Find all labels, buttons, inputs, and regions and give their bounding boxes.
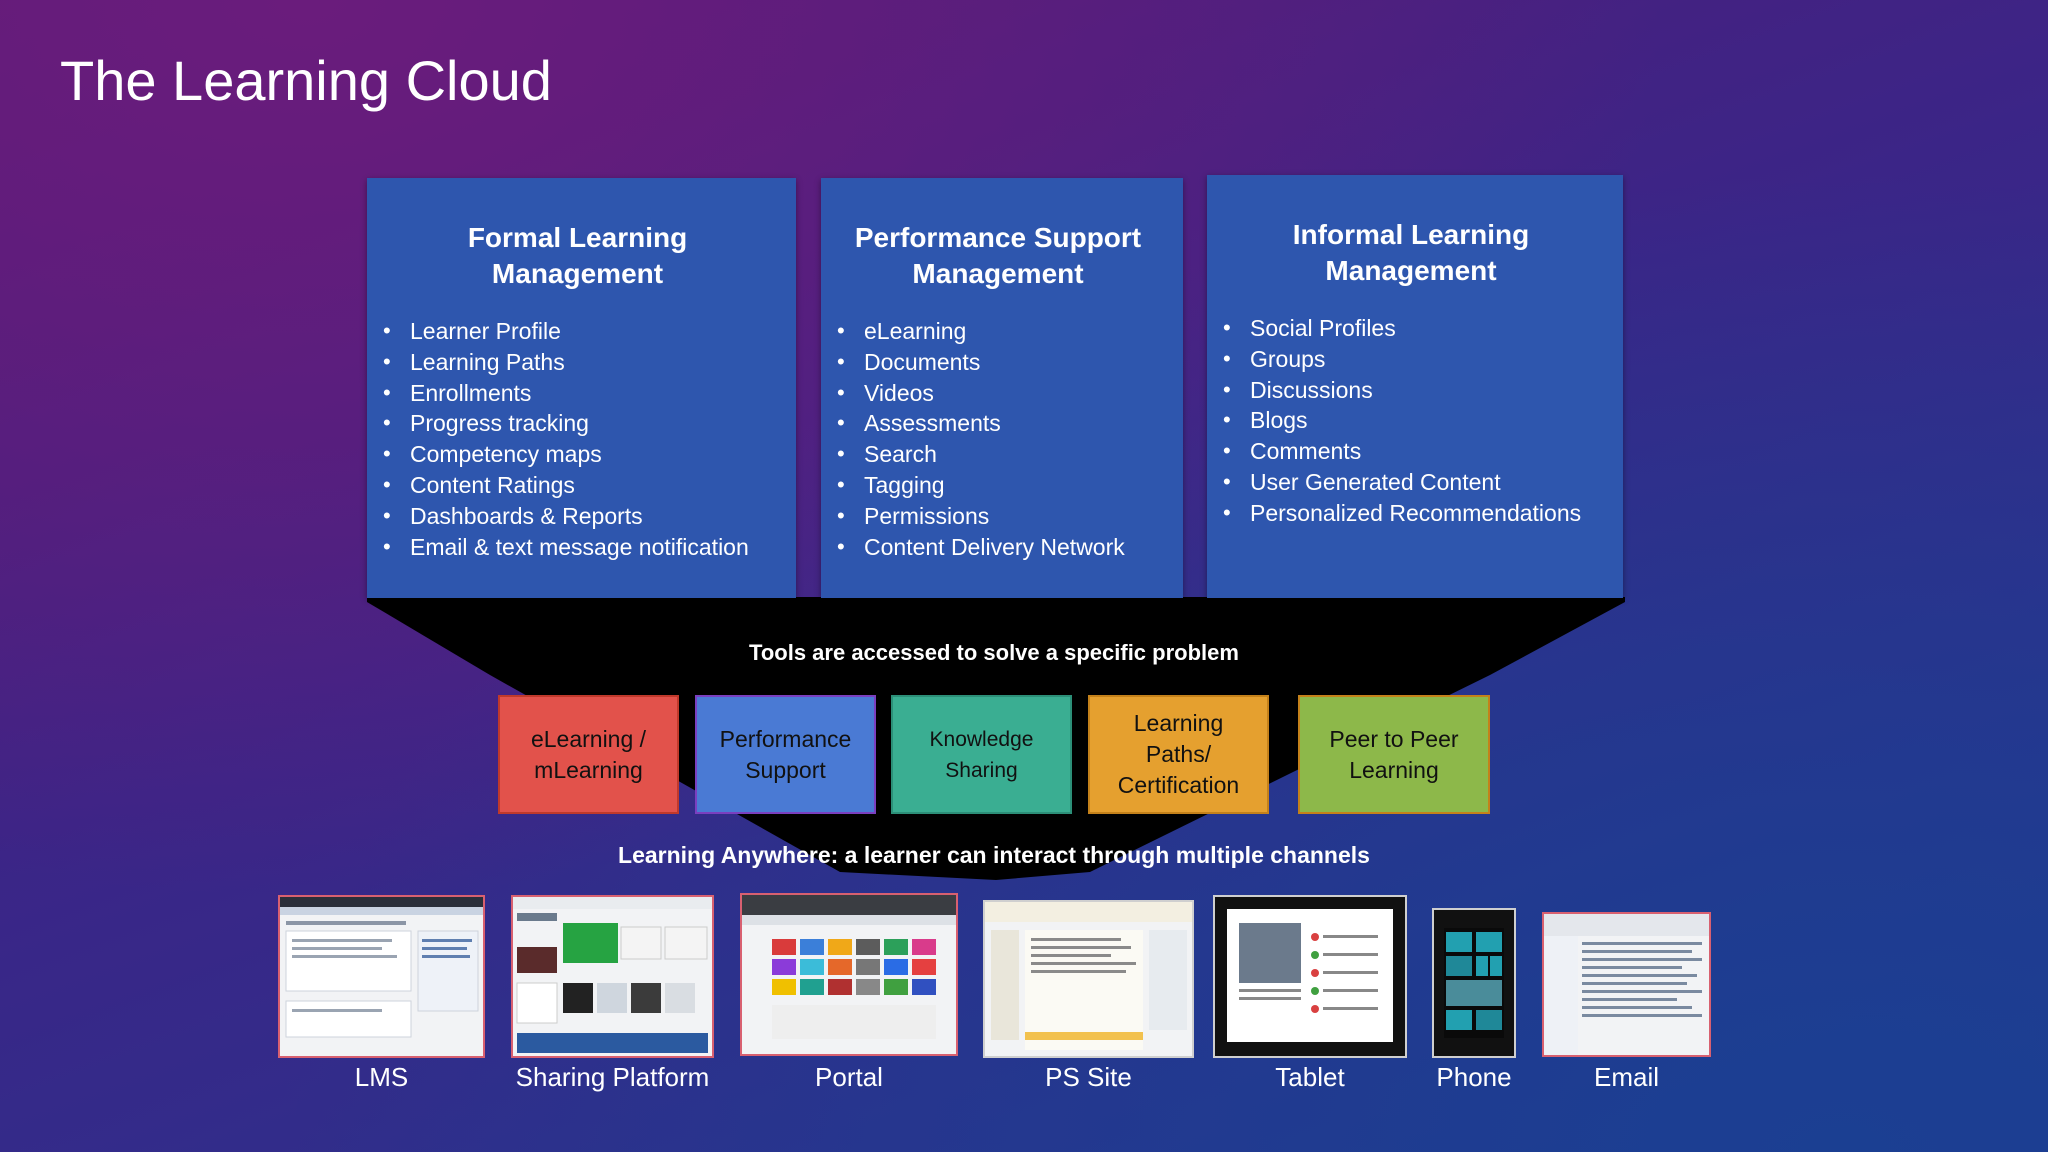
list-item: Permissions — [837, 501, 1159, 532]
tool-knowledge-sharing[interactable]: Knowledge Sharing — [891, 695, 1072, 814]
channel-phone-screenshot[interactable] — [1432, 908, 1516, 1058]
list-item: Content Ratings — [383, 470, 772, 501]
tool-performance-support[interactable]: Performance Support — [695, 695, 876, 814]
tool-learning-paths[interactable]: Learning Paths/ Certification — [1088, 695, 1269, 814]
tool-elearning[interactable]: eLearning / mLearning — [498, 695, 679, 814]
panel-heading: Informal Learning Management — [1292, 219, 1530, 286]
list-item: Social Profiles — [1223, 313, 1599, 344]
list-item: Discussions — [1223, 375, 1599, 406]
channel-label-tablet: Tablet — [1275, 1062, 1345, 1092]
panel-list: Social Profiles Groups Discussions Blogs… — [1223, 313, 1599, 529]
channel-label-ps-site: PS Site — [1045, 1062, 1132, 1092]
channel-lms-screenshot[interactable] — [278, 895, 485, 1058]
slide-title: The Learning Cloud — [60, 49, 552, 112]
panel-heading: Formal Learning Management — [467, 222, 688, 289]
list-item: Progress tracking — [383, 408, 772, 439]
list-item: Learner Profile — [383, 316, 772, 347]
panel-formal-learning: Formal Learning Management Learner Profi… — [367, 178, 796, 598]
tool-peer-learning[interactable]: Peer to Peer Learning — [1298, 695, 1490, 814]
list-item: Dashboards & Reports — [383, 501, 772, 532]
list-item: User Generated Content — [1223, 467, 1599, 498]
channel-label-phone: Phone — [1436, 1062, 1512, 1092]
tablet-screenshot-image — [1227, 909, 1393, 1042]
ps-site-screenshot-image — [985, 902, 1192, 1050]
panel-heading: Performance Support Management — [854, 222, 1142, 289]
phone-screenshot-image — [1444, 928, 1504, 1038]
channel-portal-screenshot[interactable] — [740, 893, 958, 1056]
channel-ps-site-screenshot[interactable] — [983, 900, 1194, 1058]
list-item: Comments — [1223, 436, 1599, 467]
list-item: Content Delivery Network — [837, 532, 1159, 563]
channel-label-lms: LMS — [354, 1062, 409, 1092]
panel-informal-learning: Informal Learning Management Social Prof… — [1207, 175, 1623, 598]
panel-list: eLearning Documents Videos Assessments S… — [837, 316, 1159, 562]
list-item: Blogs — [1223, 405, 1599, 436]
list-item: Learning Paths — [383, 347, 772, 378]
list-item: Groups — [1223, 344, 1599, 375]
channel-tablet-screenshot[interactable] — [1213, 895, 1407, 1058]
channel-label-sharing-platform: Sharing Platform — [515, 1062, 710, 1092]
channel-sharing-platform-screenshot[interactable] — [511, 895, 714, 1058]
list-item: Enrollments — [383, 378, 772, 409]
anywhere-caption: Learning Anywhere: a learner can interac… — [618, 842, 1370, 868]
email-screenshot-image — [1544, 914, 1709, 1055]
lms-screenshot-image — [280, 897, 483, 1038]
list-item: Competency maps — [383, 439, 772, 470]
list-item: Personalized Recommendations — [1223, 498, 1599, 529]
portal-screenshot-image — [742, 895, 956, 1039]
channel-email-screenshot[interactable] — [1542, 912, 1711, 1057]
tools-caption: Tools are accessed to solve a specific p… — [749, 640, 1239, 665]
list-item: Search — [837, 439, 1159, 470]
list-item: Documents — [837, 347, 1159, 378]
list-item: Videos — [837, 378, 1159, 409]
panel-performance-support: Performance Support Management eLearning… — [821, 178, 1183, 598]
sharing-platform-screenshot-image — [513, 897, 712, 1053]
channel-label-portal: Portal — [815, 1062, 883, 1092]
channel-label-email: Email — [1593, 1062, 1659, 1092]
list-item: Assessments — [837, 408, 1159, 439]
list-item: eLearning — [837, 316, 1159, 347]
panel-list: Learner Profile Learning Paths Enrollmen… — [383, 316, 772, 562]
list-item: Email & text message notification — [383, 532, 772, 563]
list-item: Tagging — [837, 470, 1159, 501]
